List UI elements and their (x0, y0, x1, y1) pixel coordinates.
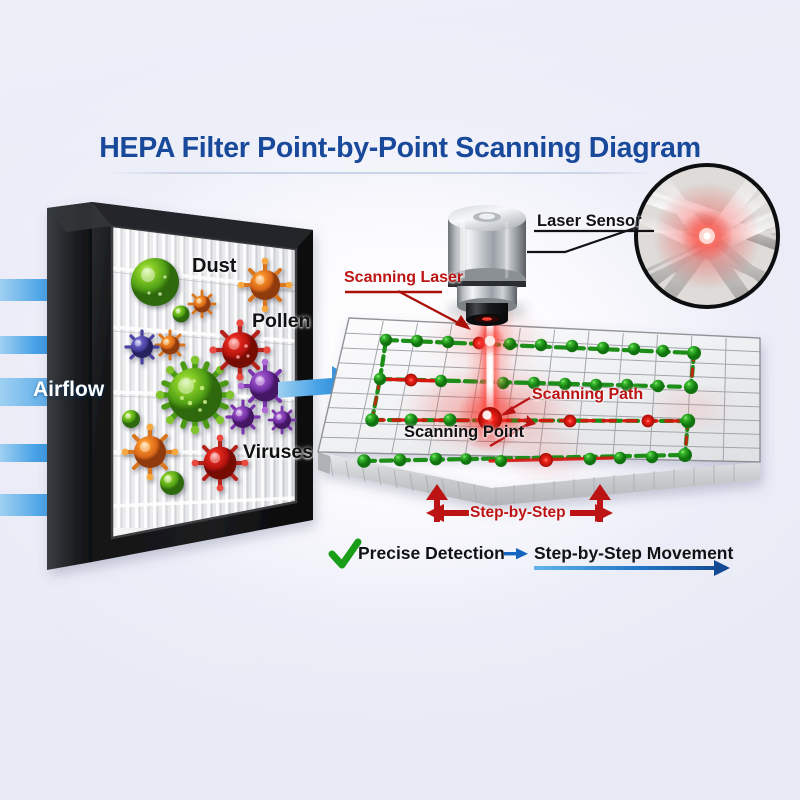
label-dust: Dust (192, 255, 237, 277)
scanning-point-leader (489, 415, 536, 447)
page-title: HEPA Filter Point-by-Point Scanning Diag… (99, 132, 701, 164)
title-divider (110, 172, 655, 174)
scanning-laser-leader (345, 289, 471, 330)
legend-step-movement: Step-by-Step Movement (534, 543, 734, 563)
check-icon (328, 538, 362, 569)
label-scanning-point: Scanning Point (404, 423, 525, 441)
legend-precise-detection: Precise Detection (358, 543, 505, 563)
label-viruses: Viruses (243, 441, 314, 463)
laser-sensor-leader (527, 226, 654, 254)
label-scanning-path: Scanning Path (532, 386, 644, 403)
scanning-path-leader (500, 397, 531, 416)
legend-arrow-icon (504, 548, 528, 560)
label-scanning-laser: Scanning Laser (344, 269, 464, 286)
label-airflow: Airflow (33, 378, 105, 401)
label-laser-sensor: Laser Sensor (537, 212, 642, 230)
label-pollen: Pollen (252, 310, 311, 332)
laser-sensor (447, 205, 527, 326)
scan-points (357, 333, 701, 468)
label-step-by-step: Step-by-Step (470, 504, 566, 521)
particles (121, 257, 297, 495)
step-by-step-dimension (426, 484, 613, 522)
fiber-inset (634, 163, 780, 309)
legend (328, 538, 730, 576)
movement-arrow-icon (534, 560, 730, 576)
